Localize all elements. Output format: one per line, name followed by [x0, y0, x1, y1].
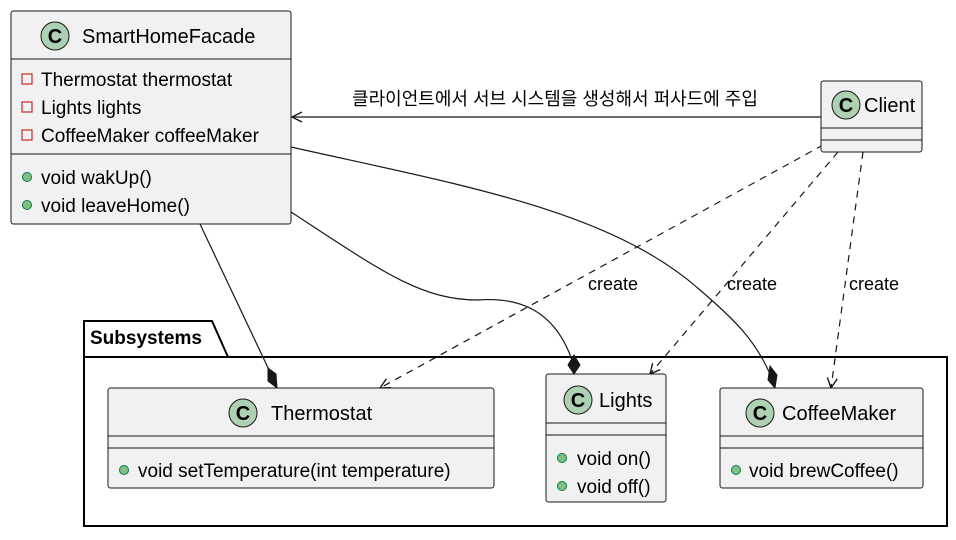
method-off: void off() — [577, 477, 651, 498]
field-thermostat: Thermostat thermostat — [41, 70, 233, 91]
class-badge-icon — [745, 398, 775, 428]
class-name: Client — [864, 95, 916, 117]
relations: 클라이언트에서 서브 시스템을 생성해서 퍼사드에 주입 create crea… — [199, 89, 899, 390]
dependency-client-thermostat — [380, 144, 824, 388]
create-label-lights: create — [727, 274, 777, 294]
class-name: Thermostat — [271, 403, 373, 425]
field-lights: Lights lights — [41, 98, 141, 119]
method-wakup: void wakUp() — [41, 168, 152, 189]
class-badge-letter: C — [571, 390, 585, 412]
public-method-icon — [119, 465, 129, 475]
class-coffeemaker[interactable]: C CoffeeMaker void brewCoffee() — [719, 387, 924, 489]
method-settemperature: void setTemperature(int temperature) — [138, 461, 451, 482]
association-label: 클라이언트에서 서브 시스템을 생성해서 퍼사드에 주입 — [352, 89, 758, 109]
field-coffeemaker: CoffeeMaker coffeeMaker — [41, 126, 260, 147]
class-badge-letter: C — [236, 403, 250, 425]
public-method-icon — [22, 200, 32, 210]
class-name: CoffeeMaker — [782, 403, 896, 425]
package-title: Subsystems — [90, 328, 202, 349]
create-label-thermostat: create — [588, 274, 638, 294]
package-subsystems: Subsystems — [83, 320, 948, 527]
class-badge-icon — [40, 21, 70, 51]
composition-diamond-lights — [567, 354, 581, 375]
public-method-icon — [557, 481, 567, 491]
public-method-icon — [731, 465, 741, 475]
method-leavehome: void leaveHome() — [41, 196, 190, 217]
private-field-icon — [21, 129, 33, 141]
class-badge-icon — [228, 398, 258, 428]
composition-facade-lights — [290, 211, 573, 361]
class-thermostat[interactable]: C Thermostat void setTemperature(int tem… — [107, 387, 495, 489]
composition-facade-thermostat — [199, 223, 271, 373]
class-badge-letter: C — [48, 26, 62, 48]
class-badge-letter: C — [753, 403, 767, 425]
private-field-icon — [21, 73, 33, 85]
class-lights[interactable]: C Lights void on() void off() — [545, 373, 667, 503]
method-brewcoffee: void brewCoffee() — [749, 461, 899, 482]
private-field-icon — [21, 101, 33, 113]
composition-facade-coffeemaker — [290, 146, 771, 375]
public-method-icon — [557, 453, 567, 463]
dependency-client-coffeemaker — [831, 151, 864, 388]
class-client[interactable]: C Client — [820, 80, 923, 153]
class-smarthomefacade[interactable]: C SmartHomeFacade Thermostat thermostat … — [10, 10, 292, 225]
create-label-coffeemaker: create — [849, 274, 899, 294]
class-badge-icon — [831, 90, 861, 120]
class-badge-icon — [563, 385, 593, 415]
composition-diamond-coffeemaker — [767, 364, 778, 390]
class-name: Lights — [599, 390, 652, 412]
method-on: void on() — [577, 449, 651, 470]
composition-diamond-thermostat — [267, 367, 278, 390]
public-method-icon — [22, 172, 32, 182]
class-badge-letter: C — [839, 95, 853, 117]
dependency-client-lights — [650, 151, 839, 374]
class-name: SmartHomeFacade — [82, 26, 255, 48]
